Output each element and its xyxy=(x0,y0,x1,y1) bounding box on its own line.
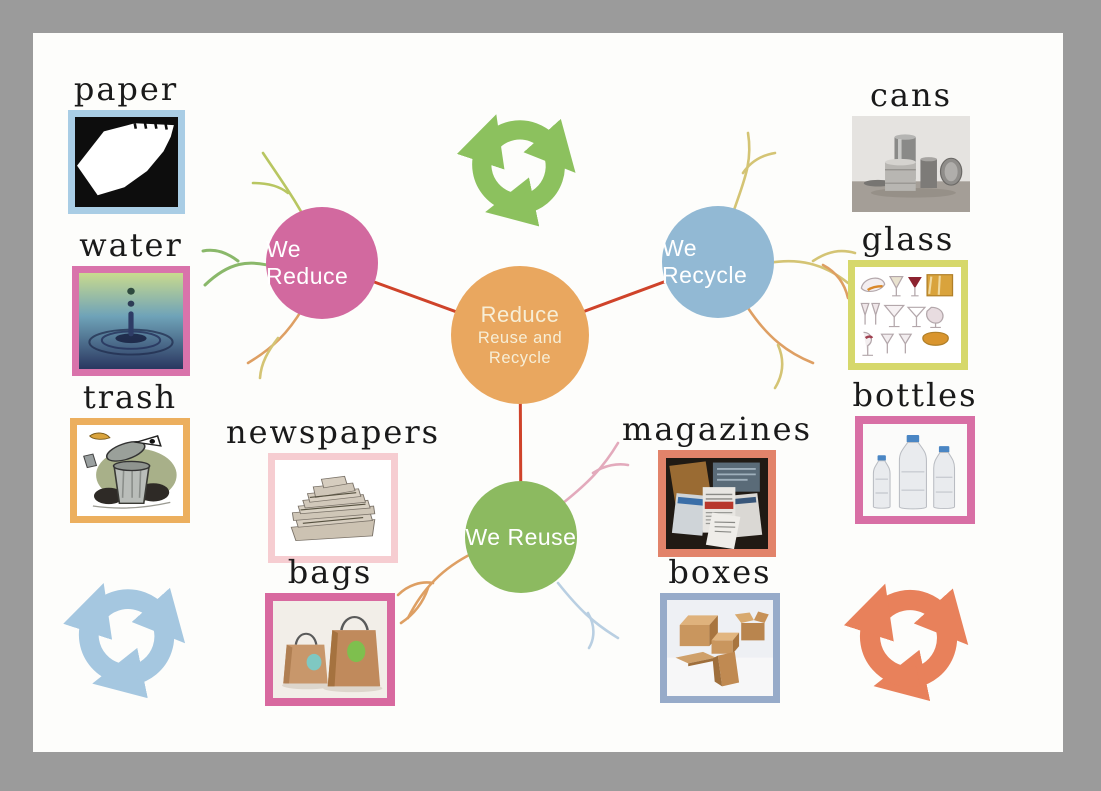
branch xyxy=(821,263,850,300)
item-newspapers: newspapers xyxy=(226,414,438,563)
branch xyxy=(811,249,857,263)
center-title-line1: Reduce xyxy=(480,302,560,327)
item-bottles: bottles xyxy=(820,377,1010,524)
branch xyxy=(556,581,620,640)
newspaper-stack-image xyxy=(268,453,398,563)
center-topic-circle: Reduce Reuse and Recycle xyxy=(451,266,589,404)
water-drop-image xyxy=(72,266,190,376)
branch xyxy=(251,181,290,195)
item-label: bags xyxy=(287,553,373,591)
magazine-collage-image xyxy=(658,450,776,557)
paper-bags-image xyxy=(265,593,395,706)
recycle-symbol-icon xyxy=(456,114,576,227)
poster-canvas: Reduce Reuse and Recycle We Reduce We Re… xyxy=(33,33,1063,752)
item-label: cans xyxy=(869,76,953,114)
branch xyxy=(561,441,620,505)
glassware-image xyxy=(848,260,968,370)
item-glass: glass xyxy=(813,221,1003,370)
item-paper: paper xyxy=(31,71,221,214)
item-label: glass xyxy=(861,220,955,258)
branch xyxy=(258,336,280,380)
item-bags: bags xyxy=(235,554,425,706)
branches-we-reuse xyxy=(396,441,630,650)
plastic-bottles-image xyxy=(855,416,975,524)
branches-we-recycle xyxy=(731,131,857,390)
item-label: water xyxy=(79,226,183,264)
node-label: We Recycle xyxy=(662,235,748,288)
branch xyxy=(746,306,815,365)
node-label: We Reduce xyxy=(266,236,349,289)
branch xyxy=(396,581,435,597)
item-label: bottles xyxy=(852,376,978,414)
node-we-reduce: We Reduce xyxy=(266,207,378,319)
cardboard-boxes-image xyxy=(660,593,780,703)
branch xyxy=(201,248,240,263)
item-label: paper xyxy=(73,70,179,108)
item-water: water xyxy=(36,227,226,376)
branch xyxy=(731,131,751,215)
paper-stack-image xyxy=(67,110,185,214)
metal-cans-image xyxy=(852,116,970,212)
branch xyxy=(741,151,777,175)
node-label: We Reuse xyxy=(465,523,577,550)
branch xyxy=(591,462,630,475)
branch xyxy=(406,551,475,620)
recycle-symbol-icon xyxy=(843,583,969,702)
item-label: trash xyxy=(82,378,178,416)
recycle-symbol-icon xyxy=(63,582,186,699)
node-we-recycle: We Recycle xyxy=(662,206,774,318)
item-label: newspapers xyxy=(225,413,441,451)
item-label: magazines xyxy=(621,410,813,448)
center-title-line2: Reuse and Recycle xyxy=(477,329,563,367)
branch xyxy=(766,259,850,285)
trash-can-cartoon-image xyxy=(70,418,190,523)
branch xyxy=(399,586,430,625)
node-we-reuse: We Reuse xyxy=(465,481,577,593)
item-boxes: boxes xyxy=(625,554,815,703)
item-magazines: magazines xyxy=(622,411,812,557)
item-trash: trash xyxy=(35,379,225,523)
branch xyxy=(586,611,595,650)
branch xyxy=(246,306,305,365)
item-label: boxes xyxy=(668,553,772,591)
item-cans: cans xyxy=(816,77,1006,212)
branch xyxy=(773,343,784,390)
